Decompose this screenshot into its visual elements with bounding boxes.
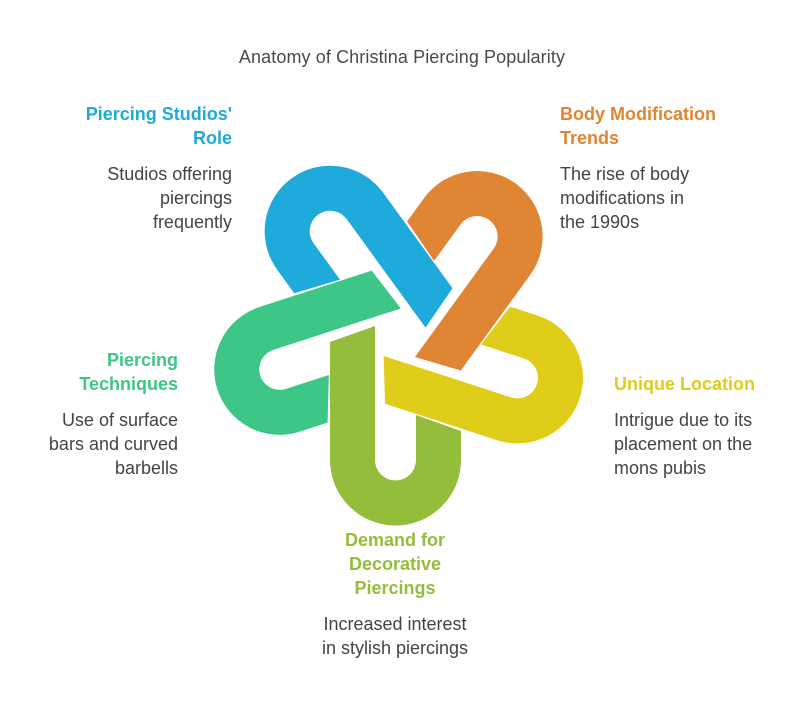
description-line: bars and curved [48,434,178,454]
heading-line: Body Modification [560,104,716,124]
description-line: Increased interest [323,614,467,634]
heading-line: Piercing Studios' [85,104,232,124]
heading-line: Techniques [79,374,178,394]
heading-line: Piercings [354,578,436,598]
description-line: modifications in [560,188,685,208]
heading-line: Unique Location [614,374,755,394]
description-line: The rise of body [560,164,690,184]
description-line: barbells [114,458,178,478]
description-line: Use of surface [61,410,178,430]
studios-role-block: Piercing Studios' Role Studios offering pi… [40,102,232,234]
unique-location-block: Unique Location Intrigue due to its place… [614,372,794,480]
heading-line: Role [192,128,232,148]
studios-role-description: Studios offering piercings frequently [40,162,232,234]
description-line: the 1990s [560,212,640,232]
heading-line: Piercing [106,350,178,370]
heading-line: Trends [560,128,620,148]
description-line: Studios offering [107,164,232,184]
description-line: mons pubis [614,458,707,478]
knot-bands [197,139,601,526]
description-line: placement on the [614,434,753,454]
unique-location-description: Intrigue due to its placement on the mons … [614,408,794,480]
diagram-title: Anatomy of Christina Piercing Popularity [238,47,566,67]
description-line: Intrigue due to its [614,410,753,430]
unique-location-heading: Unique Location [614,372,794,396]
green-band [197,265,428,452]
decorative-demand-description: Increased interest in stylish piercings [290,612,500,660]
description-line: in stylish piercings [321,638,469,658]
piercing-techniques-description: Use of surface bars and curved barbells [20,408,178,480]
description-line: piercings [159,188,232,208]
description-line: frequently [152,212,232,232]
heading-line: Decorative [348,554,442,574]
studios-role-heading: Piercing Studios' Role [40,102,232,150]
heading-line: Demand for [344,530,445,550]
body-modification-trends-description: The rise of body modifications in the 1990… [560,162,760,234]
